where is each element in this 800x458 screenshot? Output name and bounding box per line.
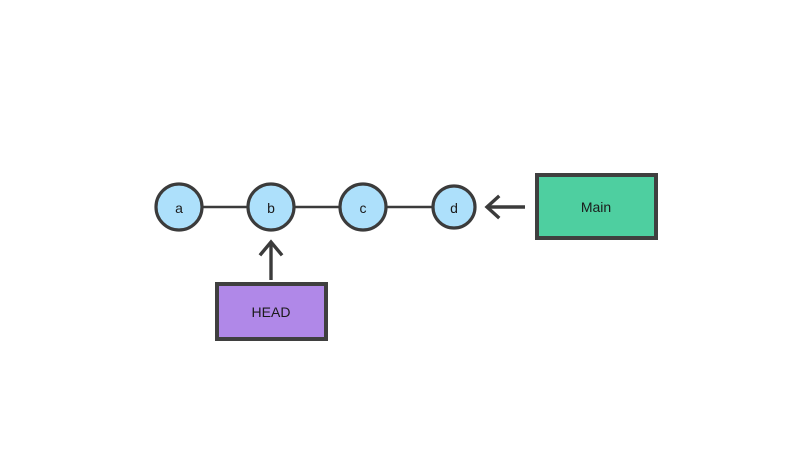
arrow-main-to-d [484, 194, 525, 220]
ref-head-box [215, 282, 328, 341]
commit-node-d[interactable]: d [431, 184, 477, 230]
commit-label-d: d [450, 200, 458, 216]
commit-circle-b [246, 182, 296, 232]
arrow-head-to-b [258, 239, 284, 280]
arrow-main-head-icon [484, 194, 501, 220]
arrow-head-head-icon [258, 239, 284, 257]
commit-node-a[interactable]: a [154, 182, 204, 232]
commit-label-c: c [360, 200, 367, 216]
ref-head-label: HEAD [252, 304, 291, 320]
ref-main-label: Main [581, 199, 611, 215]
ref-head[interactable]: HEAD [215, 282, 328, 341]
commit-label-a: a [175, 200, 183, 216]
commit-label-b: b [267, 200, 275, 216]
commit-circle-d [431, 184, 477, 230]
commit-node-b[interactable]: b [246, 182, 296, 232]
commit-circle-c [338, 182, 388, 232]
ref-main[interactable]: Main [535, 173, 658, 240]
ref-main-box [535, 173, 658, 240]
commit-node-c[interactable]: c [338, 182, 388, 232]
commit-circle-a [154, 182, 204, 232]
